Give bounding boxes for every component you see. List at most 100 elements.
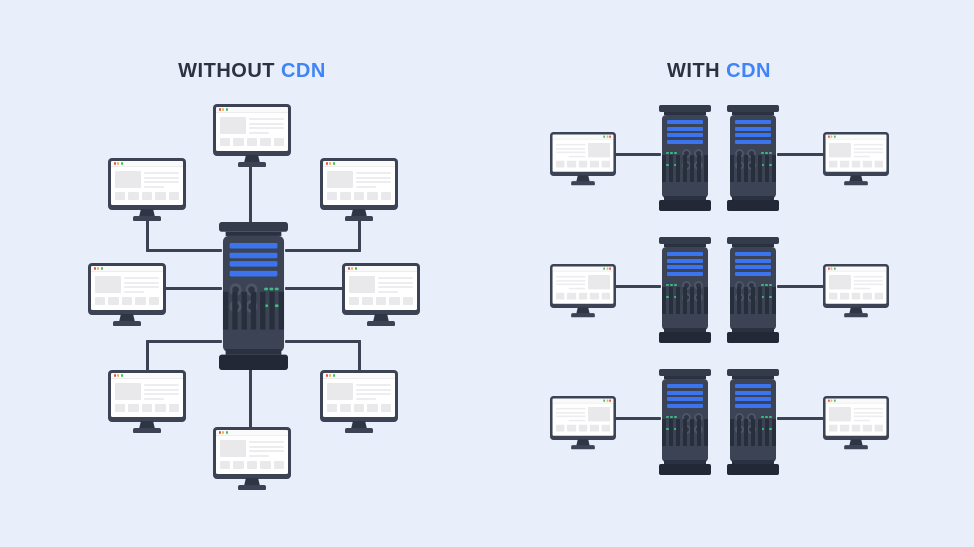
- thumbnail-placeholder: [233, 461, 244, 469]
- thumbnail-placeholder: [95, 297, 106, 305]
- server-blue-panel: [229, 242, 278, 276]
- thumbnail-placeholder: [220, 138, 231, 146]
- thumbnail-placeholder: [601, 424, 611, 432]
- monitor-frame: [320, 158, 398, 210]
- window-dot-yellow-icon: [606, 399, 609, 402]
- text-line: [555, 275, 586, 278]
- green-led-icon: [666, 415, 669, 419]
- thumbnail-row: [828, 424, 884, 432]
- green-led-icon: [761, 427, 764, 431]
- server-blue-bar: [667, 390, 703, 395]
- thumbnail-placeholder: [155, 404, 166, 412]
- connection-line: [358, 219, 361, 252]
- server-blue-panel: [667, 252, 703, 276]
- green-led-icon: [674, 283, 677, 287]
- webpage-hero-row: [220, 440, 284, 457]
- server-top-cap: [727, 105, 779, 112]
- server-blue-bar: [229, 252, 278, 258]
- text-line: [356, 384, 391, 386]
- with-cdn-title-accent: CDN: [726, 60, 771, 82]
- server-top-cap: [727, 237, 779, 244]
- vent-slat: [278, 291, 285, 330]
- vent-slat: [730, 155, 734, 182]
- connection-line: [146, 219, 149, 252]
- monitor-screen: [825, 398, 887, 436]
- window-dot-red-icon: [609, 267, 612, 270]
- connection-line: [146, 340, 149, 373]
- thumbnail-placeholder: [155, 192, 166, 200]
- webpage-content: [216, 113, 288, 151]
- webpage-hero-row: [828, 406, 884, 422]
- green-led-icon: [666, 283, 669, 287]
- server-blue-bar: [735, 252, 771, 256]
- thumbnail-row: [555, 424, 611, 432]
- thumbnail-placeholder: [578, 424, 588, 432]
- server-blue-panel: [735, 384, 771, 408]
- text-line: [249, 441, 284, 443]
- window-dot-green-icon: [833, 135, 836, 138]
- monitor-stand-neck: [351, 421, 367, 429]
- browser-topbar: [323, 161, 395, 167]
- monitor-screen: [323, 161, 395, 205]
- vent-slat: [751, 287, 755, 314]
- thumbnail-placeholder: [135, 297, 146, 305]
- connection-line: [146, 249, 222, 252]
- text-line: [124, 290, 145, 293]
- text-line: [568, 419, 586, 421]
- monitor-screen: [345, 266, 417, 310]
- connection-line: [777, 153, 825, 156]
- thumbnail-placeholder: [874, 424, 884, 432]
- cdn-edge-server-row3-right-wrapper: [727, 369, 779, 475]
- thumbnail-placeholder: [589, 424, 599, 432]
- green-led-icon: [670, 283, 673, 287]
- monitor-frame: [88, 263, 166, 315]
- server-vent-slats: [662, 419, 708, 446]
- green-led-icon: [674, 415, 677, 419]
- thumbnail-row: [555, 292, 611, 300]
- green-led-icon: [674, 151, 677, 155]
- thumbnail-placeholder: [601, 292, 611, 300]
- text-line: [356, 388, 391, 391]
- thumbnail-placeholder: [367, 192, 378, 200]
- connection-line: [146, 340, 222, 343]
- cdn-edge-server-row2-left-wrapper: [659, 237, 711, 343]
- monitor-stand-base: [113, 321, 141, 326]
- browser-topbar: [825, 398, 887, 404]
- thumbnail-placeholder: [567, 292, 577, 300]
- server-vent-slats: [730, 155, 776, 182]
- text-line: [378, 286, 413, 288]
- webpage-content: [216, 436, 288, 474]
- green-led-icon: [769, 283, 772, 287]
- window-dot-green-icon: [833, 399, 836, 402]
- vent-slat: [250, 291, 257, 330]
- server-blue-bar: [229, 242, 278, 249]
- server-body: [730, 379, 776, 462]
- led-group: [666, 283, 677, 287]
- monitor-frame: [823, 396, 889, 440]
- text-line-group: [853, 143, 884, 157]
- browser-topbar: [345, 266, 417, 272]
- connection-line: [613, 285, 661, 288]
- monitor-stand-base: [238, 485, 266, 490]
- vent-slat: [669, 155, 673, 182]
- origin-server: [219, 222, 289, 370]
- monitor-stand-base: [571, 445, 595, 450]
- vent-slat: [241, 291, 247, 330]
- cdn-client-monitor-row3-left-wrapper: [550, 396, 616, 450]
- monitor-frame: [342, 263, 420, 315]
- vent-slat: [737, 155, 741, 182]
- vent-slat: [772, 287, 776, 314]
- text-line-group: [555, 407, 586, 421]
- connection-line: [613, 417, 661, 420]
- thumbnail-placeholder: [589, 292, 599, 300]
- thumbnail-placeholder: [353, 192, 365, 200]
- thumbnail-placeholder: [273, 461, 285, 469]
- cdn-edge-server-row1-right-wrapper: [727, 105, 779, 211]
- connection-line: [777, 417, 825, 420]
- led-group: [666, 415, 677, 419]
- thumbnail-row: [115, 192, 180, 200]
- with-cdn-title-prefix: WITH: [667, 60, 721, 82]
- green-led-icon: [670, 415, 673, 419]
- monitor-stand-base: [345, 428, 373, 433]
- window-dot-red-icon: [218, 108, 221, 111]
